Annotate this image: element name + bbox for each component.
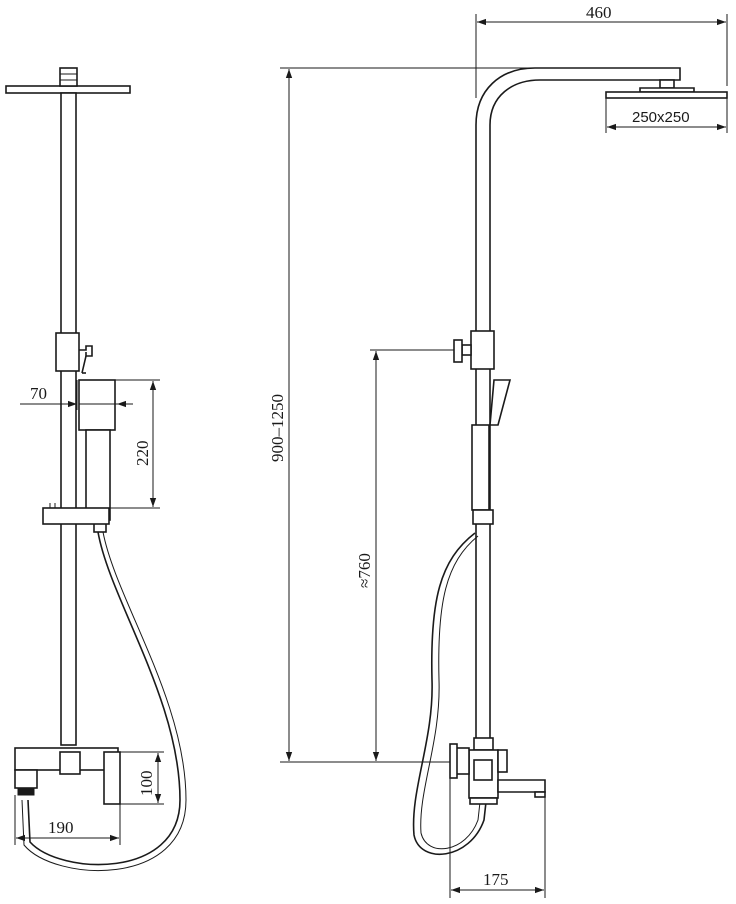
side-upper-holder <box>55 332 80 372</box>
front-gooseneck-pipe <box>475 67 681 745</box>
dim-220-label: 220 <box>133 441 152 467</box>
side-mixer-lever <box>103 751 121 805</box>
front-head-connector <box>659 79 675 89</box>
dim-175: 175 <box>449 778 546 898</box>
dim-250x250: 250x250 <box>605 98 728 133</box>
front-mixer-upper-nut <box>473 737 494 751</box>
side-slide-holder <box>42 507 110 525</box>
dim-190-label: 190 <box>48 818 74 837</box>
front-spout <box>497 779 546 793</box>
dim-760-label: ≈760 <box>355 553 374 588</box>
side-hand-shower-head <box>78 379 116 431</box>
side-rain-head <box>5 85 131 94</box>
side-head-connector <box>59 67 78 87</box>
front-hand-shower-head <box>489 379 512 426</box>
dim-100-label: 100 <box>137 771 156 797</box>
side-view: 70 220 100 190 <box>5 67 187 872</box>
dim-760: ≈760 <box>355 349 454 761</box>
front-hand-shower-handle <box>471 424 490 511</box>
side-hand-shower-handle <box>85 429 111 521</box>
dim-220: 220 <box>110 379 160 509</box>
dim-70: 70 <box>20 380 133 410</box>
side-spout <box>14 769 38 789</box>
dim-460: 460 <box>475 3 728 98</box>
front-mixer-handle <box>455 747 470 775</box>
front-rain-head <box>605 91 728 99</box>
dim-70-label: 70 <box>30 384 47 403</box>
side-main-pipe <box>60 92 77 746</box>
front-diverter-knob <box>453 339 463 363</box>
dim-250x250-label: 250x250 <box>632 109 690 126</box>
side-hose <box>27 531 181 866</box>
dim-190: 190 <box>14 795 121 845</box>
dim-460-label: 460 <box>586 3 612 22</box>
front-view: 460 250x250 900–1250 ≈760 <box>268 3 728 898</box>
dim-900-1250: 900–1250 <box>268 67 540 763</box>
front-slide-holder <box>472 509 494 525</box>
dim-100: 100 <box>118 751 164 805</box>
front-upper-holder <box>470 330 495 370</box>
dim-900-1250-label: 900–1250 <box>268 394 287 462</box>
dim-175-label: 175 <box>483 870 509 889</box>
